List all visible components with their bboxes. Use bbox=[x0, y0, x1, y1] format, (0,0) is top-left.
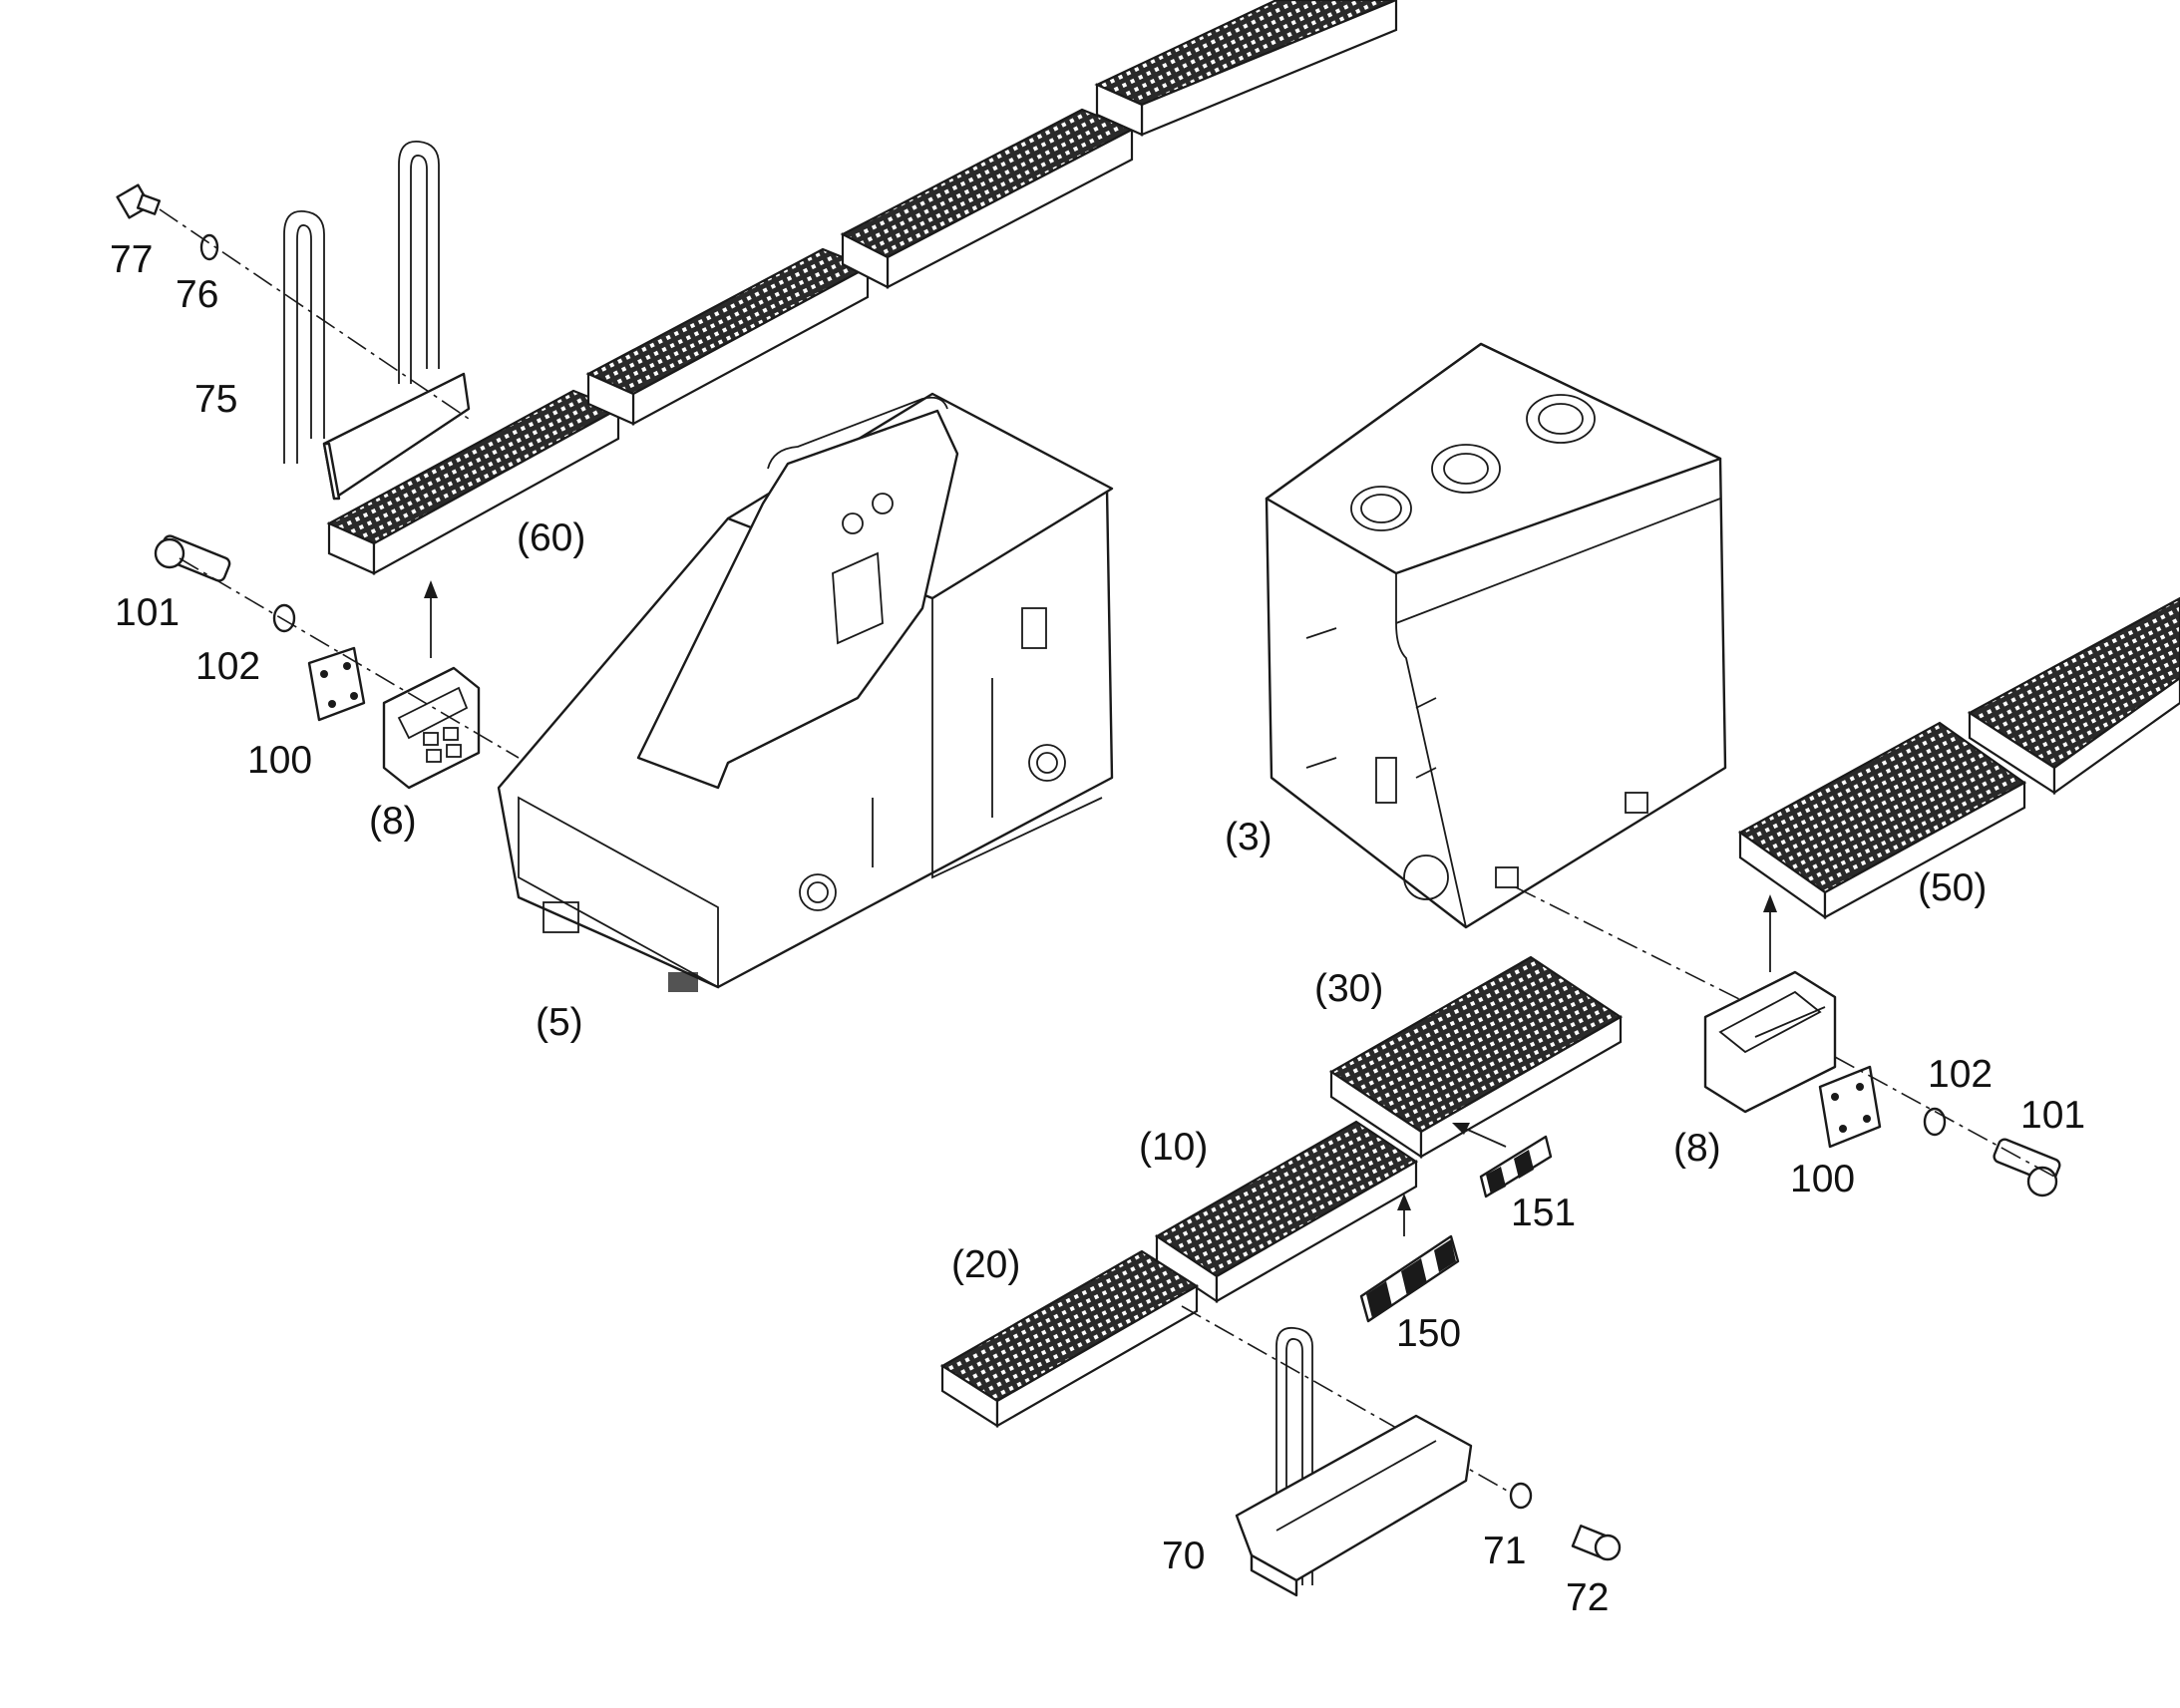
label-50: (50) bbox=[1918, 866, 1987, 909]
label-8-left: (8) bbox=[369, 800, 417, 843]
arrow-head-8-to-60 bbox=[424, 580, 438, 598]
label-3: (3) bbox=[1225, 816, 1272, 858]
upper-step-2 bbox=[585, 247, 871, 426]
plate-100-right bbox=[1818, 1065, 1882, 1149]
bolt-101-right bbox=[1993, 1138, 2061, 1197]
upper-step-row bbox=[326, 0, 1398, 575]
washer-71 bbox=[1509, 1482, 1533, 1510]
label-102-left: 102 bbox=[195, 645, 260, 688]
right-step-2 bbox=[1967, 596, 2180, 796]
bracket-8-right bbox=[1703, 970, 1837, 1114]
label-5: (5) bbox=[536, 1001, 583, 1044]
label-151: 151 bbox=[1511, 1192, 1576, 1234]
handrail-75 bbox=[283, 141, 471, 501]
label-75: 75 bbox=[194, 378, 237, 421]
washer-102-right bbox=[1923, 1107, 1947, 1137]
label-10: (10) bbox=[1139, 1126, 1208, 1169]
label-70: 70 bbox=[1162, 1535, 1205, 1577]
step-60 bbox=[326, 389, 621, 575]
label-60: (60) bbox=[517, 516, 585, 559]
frame-5 bbox=[497, 392, 1114, 992]
label-150: 150 bbox=[1396, 1312, 1461, 1355]
step-30 bbox=[1328, 955, 1624, 1160]
label-72: 72 bbox=[1566, 1576, 1609, 1619]
plate-100-left bbox=[307, 646, 366, 722]
tank-3 bbox=[1265, 342, 1727, 929]
arrow-151 bbox=[1460, 1126, 1507, 1148]
label-100-left: 100 bbox=[247, 739, 312, 782]
label-76: 76 bbox=[176, 273, 218, 316]
label-8-right: (8) bbox=[1673, 1127, 1721, 1170]
centerline-75 bbox=[159, 208, 470, 420]
step-50 bbox=[1737, 721, 2027, 920]
upper-step-3 bbox=[840, 108, 1135, 289]
handrail-70 bbox=[1235, 1326, 1473, 1597]
centerline-8-left bbox=[179, 557, 520, 759]
decal-151 bbox=[1479, 1135, 1553, 1198]
label-20: (20) bbox=[951, 1243, 1020, 1286]
label-101-right: 101 bbox=[2020, 1094, 2085, 1137]
arrow-head-150 bbox=[1397, 1194, 1411, 1210]
arrow-head-151 bbox=[1452, 1123, 1470, 1135]
bracket-8-left bbox=[382, 666, 481, 790]
label-77: 77 bbox=[110, 238, 153, 281]
centerline-3-to-8 bbox=[1515, 886, 1756, 1008]
label-100-right: 100 bbox=[1790, 1158, 1855, 1200]
step-10 bbox=[1154, 1120, 1419, 1304]
decal-150 bbox=[1359, 1234, 1460, 1323]
bolt-72 bbox=[1571, 1524, 1622, 1561]
centerline-8-right bbox=[1834, 1056, 2055, 1178]
label-101-left: 101 bbox=[115, 591, 180, 634]
step-20 bbox=[939, 1249, 1200, 1429]
label-102-right: 102 bbox=[1928, 1053, 1993, 1096]
washer-102-left bbox=[272, 603, 296, 633]
bolt-77 bbox=[116, 183, 162, 219]
label-71: 71 bbox=[1483, 1530, 1526, 1572]
bolt-101-left bbox=[154, 534, 231, 582]
arrow-head-8-to-50 bbox=[1763, 894, 1777, 912]
label-30: (30) bbox=[1314, 967, 1383, 1010]
upper-step-4 bbox=[1094, 0, 1398, 137]
